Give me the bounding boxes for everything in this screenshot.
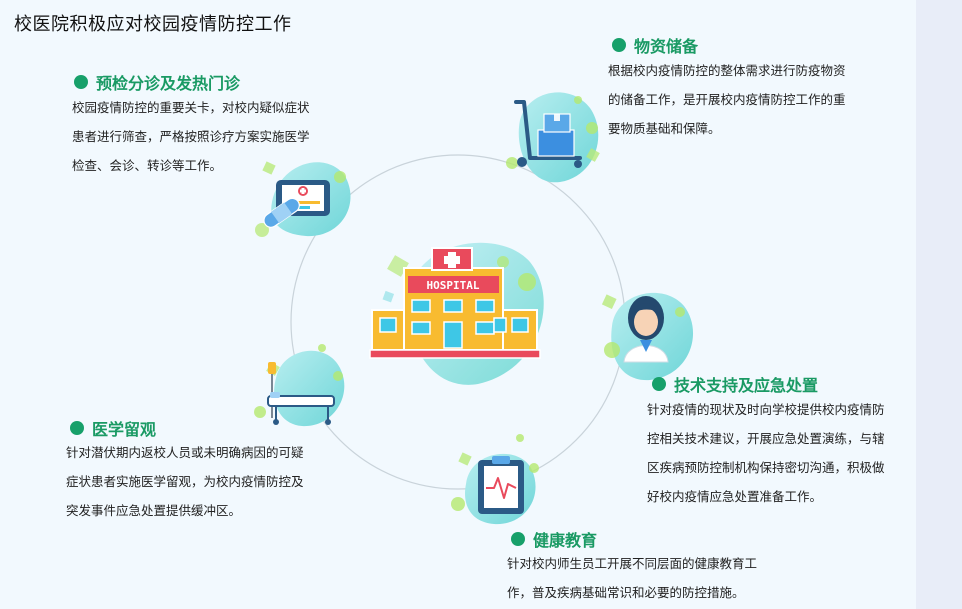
hospital-sign: HOSPITAL <box>427 279 480 292</box>
observation-heading: 医学留观 <box>70 416 156 440</box>
right-edge-strip <box>916 0 962 609</box>
bullet-dot-icon <box>70 421 84 435</box>
triage-line-3: 检查、会诊、转诊等工作。 <box>72 158 223 173</box>
observation-line-1: 针对潜伏期内返校人员或未明确病因的可疑 <box>66 445 304 460</box>
hospital-building-icon <box>369 242 544 385</box>
triage-line-1: 校园疫情防控的重要关卡，对校内疑似症状 <box>72 100 310 115</box>
supplies-line-2: 的储备工作，是开展校内疫情防控工作的重 <box>608 92 846 107</box>
cart-with-boxes-icon <box>506 92 600 183</box>
hospital-bed-iv-icon <box>254 344 345 427</box>
education-heading: 健康教育 <box>511 527 597 551</box>
triage-heading: 预检分诊及发热门诊 <box>74 70 240 94</box>
supplies-line-3: 要物质基础和保障。 <box>608 121 721 136</box>
observation-description: 针对潜伏期内返校人员或未明确病因的可疑 症状患者实施医学留观，为校内疫情防控及 … <box>66 438 304 525</box>
bullet-dot-icon <box>74 75 88 89</box>
clipboard-ecg-icon <box>451 434 539 525</box>
support-line-3: 区疾病预防控制机构保持密切沟通，积极做 <box>647 460 885 475</box>
supplies-heading-text: 物资储备 <box>634 37 699 56</box>
education-line-2: 作，普及疾病基础常识和必要的防控措施。 <box>507 585 745 600</box>
supplies-heading: 物资储备 <box>612 33 698 57</box>
triage-description: 校园疫情防控的重要关卡，对校内疑似症状 患者进行筛查，严格按照诊疗方案实施医学 … <box>72 93 310 180</box>
support-line-2: 控相关技术建议，开展应急处置演练，与辖 <box>647 431 885 446</box>
bullet-dot-icon <box>652 377 666 391</box>
observation-line-3: 突发事件应急处置提供缓冲区。 <box>66 503 242 518</box>
education-description: 针对校内师生员工开展不同层面的健康教育工 作，普及疾病基础常识和必要的防控措施。 <box>507 549 757 607</box>
education-line-1: 针对校内师生员工开展不同层面的健康教育工 <box>507 556 758 571</box>
support-line-4: 好校内疫情应急处置准备工作。 <box>647 489 823 504</box>
triage-line-2: 患者进行筛查，严格按照诊疗方案实施医学 <box>72 129 310 144</box>
support-heading-text: 技术支持及应急处置 <box>674 376 819 395</box>
doctor-icon <box>601 292 694 381</box>
observation-heading-text: 医学留观 <box>92 420 157 439</box>
supplies-description: 根据校内疫情防控的整体需求进行防疫物资 的储备工作，是开展校内疫情防控工作的重 … <box>608 56 846 143</box>
observation-line-2: 症状患者实施医学留观，为校内疫情防控及 <box>66 474 304 489</box>
triage-heading-text: 预检分诊及发热门诊 <box>96 74 241 93</box>
bullet-dot-icon <box>612 38 626 52</box>
education-heading-text: 健康教育 <box>533 531 598 550</box>
bullet-dot-icon <box>511 532 525 546</box>
medical-tablet-bandage-icon <box>255 161 351 237</box>
supplies-line-1: 根据校内疫情防控的整体需求进行防疫物资 <box>608 63 846 78</box>
support-heading: 技术支持及应急处置 <box>652 372 818 396</box>
support-description: 针对疫情的现状及时向学校提供校内疫情防 控相关技术建议，开展应急处置演练，与辖 … <box>647 395 885 511</box>
support-line-1: 针对疫情的现状及时向学校提供校内疫情防 <box>647 402 885 417</box>
page-title: 校医院积极应对校园疫情防控工作 <box>14 14 292 35</box>
